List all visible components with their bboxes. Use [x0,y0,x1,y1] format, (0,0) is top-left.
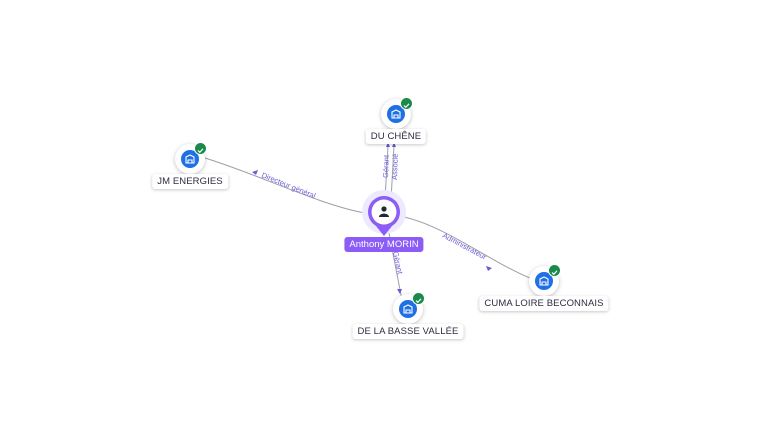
edge-label-gerant-bottom: Gérant [391,251,405,276]
edge-label-associe: Associé [390,154,400,181]
company-node-du-chene[interactable] [381,97,413,129]
arrow-du-chene-1 [386,142,390,147]
check-icon [400,97,413,110]
node-label-jm-energies[interactable]: JM ENERGIES [152,174,228,189]
person-node[interactable] [362,190,406,236]
arrow-basse [397,289,402,294]
company-icon [535,272,553,290]
company-node-jm-energies[interactable] [175,142,207,174]
company-icon [181,150,199,168]
edge-label-directeur: Directeur général [260,171,317,201]
company-icon [387,105,405,123]
check-icon [412,292,425,305]
check-icon [548,264,561,277]
company-node-basse-vallee[interactable] [393,292,425,324]
node-label-basse-vallee[interactable]: DE LA BASSE VALLÉE [352,324,464,339]
arrow-jm [252,170,258,175]
node-label-du-chene[interactable]: DU CHÊNE [365,129,427,144]
edge-label-administrateur: Administrateur [441,231,488,262]
check-icon [194,142,207,155]
arrow-cuma [486,266,492,271]
edge-cuma [397,215,531,279]
node-label-cuma[interactable]: CUMA LOIRE BECONNAIS [479,296,609,311]
arrow-du-chene-2 [392,142,396,147]
person-icon [379,206,389,217]
edge-jm-energies [204,157,366,214]
company-icon [399,300,417,318]
edge-label-gerant-top: Gérant [381,154,391,178]
company-node-cuma[interactable] [529,264,561,296]
edge-du-chene-associe [390,145,395,201]
person-label[interactable]: Anthony MORIN [344,237,424,252]
